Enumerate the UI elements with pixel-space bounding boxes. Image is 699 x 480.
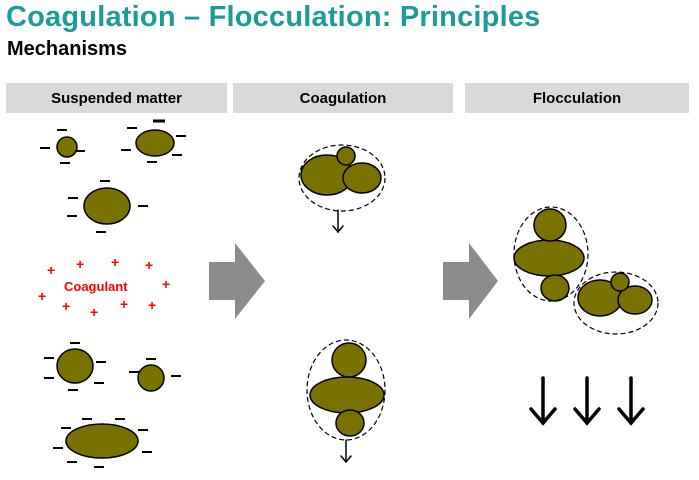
- svg-text:+: +: [120, 296, 128, 312]
- floc-large: [513, 206, 589, 302]
- svg-text:+: +: [148, 297, 156, 313]
- floc-boundary: [513, 206, 589, 302]
- settling-arrow-small-1: [332, 209, 344, 234]
- coagulant-label: Coagulant: [64, 279, 128, 294]
- floc-boundary: [573, 271, 659, 335]
- process-arrow-2: [443, 243, 498, 319]
- settling-arrow-large-3: [617, 376, 645, 426]
- svg-text:+: +: [62, 298, 70, 314]
- svg-text:+: +: [145, 257, 153, 273]
- svg-text:+: +: [76, 256, 84, 272]
- coagulant-group: + + + + + + + + + + Coagulant: [38, 254, 170, 320]
- column-header-coagulation: Coagulation: [233, 83, 453, 113]
- coag-cluster-bottom: [306, 339, 386, 441]
- particle-medium-1: [135, 129, 175, 157]
- particle-small-2: [137, 364, 165, 392]
- floc-medium: [573, 271, 659, 335]
- floc-boundary: [298, 144, 386, 212]
- settling-arrow-large-2: [573, 376, 601, 426]
- positive-charges: + + + + + + + + + +: [38, 254, 170, 320]
- negative-charges: [40, 119, 186, 468]
- floc-boundary: [306, 339, 386, 441]
- svg-text:+: +: [47, 262, 55, 278]
- column-header-suspended-matter: Suspended matter: [6, 83, 227, 113]
- particle-small-1: [56, 136, 78, 158]
- particle-oblong-1: [65, 423, 139, 459]
- svg-text:+: +: [38, 288, 46, 304]
- page-title: Coagulation – Flocculation: Principles: [6, 1, 541, 33]
- particle-medium-2: [56, 348, 94, 384]
- svg-text:+: +: [162, 276, 170, 292]
- coag-cluster-top: [298, 144, 386, 212]
- settling-arrow-small-2: [340, 439, 352, 464]
- settling-arrows: [332, 209, 645, 464]
- svg-text:+: +: [90, 304, 98, 320]
- column-header-flocculation: Flocculation: [465, 83, 689, 113]
- settling-arrow-large-1: [529, 376, 557, 426]
- svg-text:+: +: [111, 254, 119, 270]
- particle-large-1: [83, 187, 131, 225]
- page-subtitle: Mechanisms: [7, 38, 128, 60]
- process-arrow-1: [209, 243, 265, 319]
